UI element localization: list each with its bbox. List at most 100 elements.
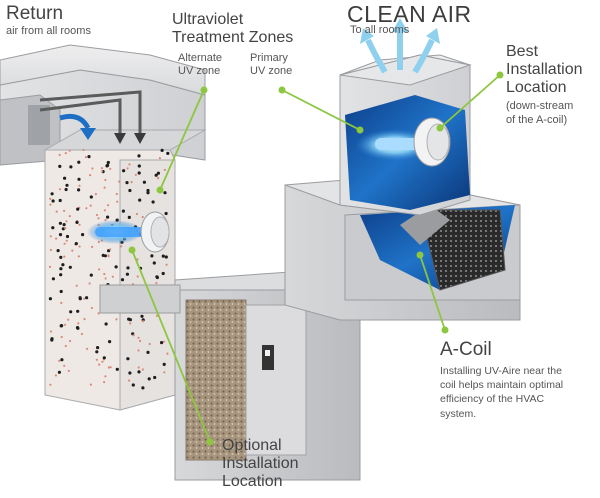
leader-acoil (419, 254, 446, 331)
dust-particle (87, 155, 91, 159)
dust-particle (83, 297, 86, 300)
dust-particle (91, 167, 94, 170)
dust-particle (125, 181, 129, 185)
dust-particle (57, 370, 62, 374)
dust-particle (49, 197, 52, 200)
dust-particle (128, 371, 132, 375)
dust-particle (71, 249, 74, 252)
return-duct (0, 44, 206, 166)
dust-particle (63, 209, 66, 212)
dust-particle (103, 381, 106, 384)
dust-particle (137, 370, 141, 374)
dust-particle (59, 267, 63, 271)
dust-particle (75, 326, 80, 330)
dust-particle (49, 203, 52, 206)
dust-particle (103, 209, 106, 212)
dust-particle (102, 356, 106, 360)
dust-particle (118, 180, 121, 183)
dust-particle (162, 340, 166, 343)
dust-particle (104, 277, 107, 280)
dust-particle (63, 242, 66, 245)
dust-particle (64, 344, 67, 348)
dust-particle (69, 339, 72, 343)
dust-particle (51, 226, 55, 230)
clean-air-title: CLEAN AIR (347, 1, 472, 27)
dust-particle (164, 211, 168, 216)
dust-particle (59, 255, 63, 259)
dust-particle (107, 204, 110, 207)
dust-particle (89, 273, 93, 277)
dust-particle (58, 164, 62, 168)
dust-particle (77, 322, 80, 325)
dust-particle (106, 160, 110, 165)
dust-particle (58, 198, 62, 203)
dust-particle (104, 322, 108, 326)
clean-air-arrows (360, 18, 440, 74)
dust-particle (62, 223, 66, 227)
dust-particle (75, 284, 78, 287)
dust-particle (69, 310, 73, 314)
dust-particle (55, 237, 58, 240)
dust-particle (65, 220, 68, 223)
dust-particle (64, 227, 67, 230)
dust-particle (136, 275, 139, 278)
dust-particle (90, 306, 93, 310)
dust-particle (60, 324, 64, 328)
dust-particle (128, 163, 131, 166)
dust-particle (59, 289, 63, 294)
dust-particle (160, 148, 164, 152)
dust-particle (158, 157, 161, 160)
dust-particle (101, 360, 104, 363)
dust-particle (95, 213, 99, 217)
acoil-description: Installing UV-Aire near the coil helps m… (440, 365, 564, 420)
dust-particle (85, 296, 89, 300)
dust-particle (108, 340, 112, 344)
dust-particle (77, 177, 81, 181)
alternate-uv-lamp (87, 211, 170, 253)
dust-particle (50, 192, 54, 196)
dust-particle (65, 239, 68, 242)
best-install-sub-line1: (down-stream (506, 100, 574, 112)
dust-particle (155, 314, 158, 317)
dust-particle (109, 366, 112, 369)
dust-particle (135, 212, 139, 216)
dust-particle (63, 364, 66, 367)
dust-particle (127, 215, 131, 219)
dust-particle (131, 383, 135, 387)
dust-particle (58, 233, 63, 237)
supply-duct (339, 54, 472, 216)
primary-zone-line2: UV zone (250, 65, 293, 77)
dust-particle (142, 180, 146, 184)
dust-particle (134, 173, 137, 176)
dust-particle (60, 335, 63, 339)
dust-particle (101, 170, 104, 173)
dust-particle (115, 318, 118, 321)
dust-particle (68, 215, 71, 218)
dust-particle (155, 281, 158, 285)
dust-particle (164, 255, 168, 259)
dust-particle (114, 265, 118, 269)
dust-particle (98, 363, 101, 366)
dust-particle (128, 188, 132, 193)
dust-particle (91, 245, 94, 248)
leader-optional (131, 249, 211, 443)
dust-particle (49, 330, 53, 333)
dust-particle (155, 275, 159, 280)
dust-particle (65, 234, 70, 239)
dust-particle (58, 359, 61, 362)
dust-particle (132, 334, 135, 337)
dust-particle (95, 350, 99, 354)
dust-particle (154, 173, 158, 177)
dust-particle (74, 242, 78, 246)
dust-particle (97, 312, 100, 315)
dust-particle (89, 383, 92, 386)
dust-particle (141, 215, 144, 219)
optional-install-line2: Installation (222, 455, 299, 472)
dust-particle (78, 223, 81, 226)
dust-particle (51, 277, 56, 281)
primary-uv-lamp (413, 117, 451, 167)
dust-particle (104, 178, 107, 182)
dust-particle (104, 375, 107, 378)
dust-particle (161, 254, 165, 258)
dust-particle (65, 183, 69, 187)
